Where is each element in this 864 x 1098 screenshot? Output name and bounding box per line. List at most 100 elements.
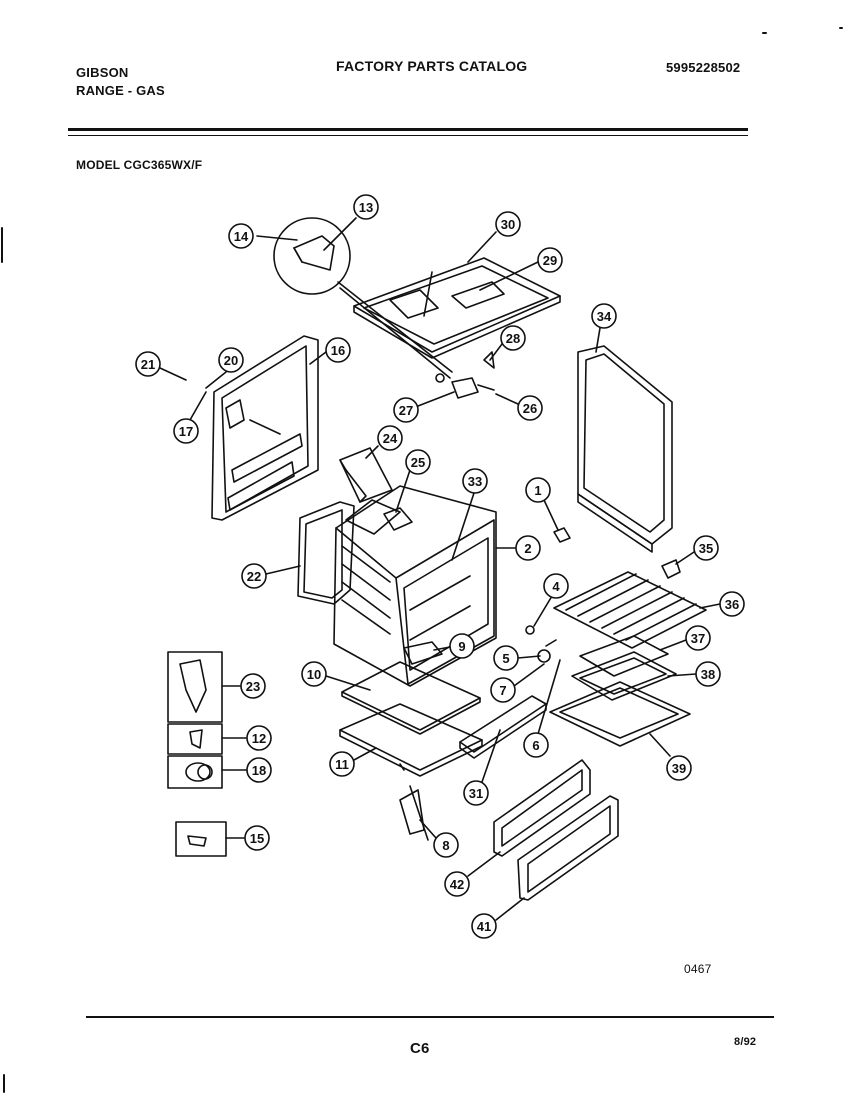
callout-42: 42 [444, 871, 470, 897]
burner-valve [435, 351, 495, 399]
callout-label: 23 [246, 679, 260, 694]
callout-label: 5 [502, 651, 509, 666]
part-callouts: 14 13 30 29 34 28 27 26 16 20 21 17 [135, 194, 745, 939]
callout-12: 12 [246, 725, 272, 751]
callout-10: 10 [301, 661, 327, 687]
callout-label: 6 [532, 738, 539, 753]
callout-17: 17 [173, 418, 199, 444]
callout-21: 21 [135, 351, 161, 377]
callout-label: 7 [499, 683, 506, 698]
product-type: RANGE - GAS [76, 83, 165, 98]
callout-label: 24 [383, 431, 398, 446]
callout-35: 35 [693, 535, 719, 561]
callout-label: 42 [450, 877, 464, 892]
callout-30: 30 [495, 211, 521, 237]
callout-33: 33 [462, 468, 488, 494]
callout-29: 29 [537, 247, 563, 273]
callout-label: 4 [552, 579, 560, 594]
callout-18: 18 [246, 757, 272, 783]
side-panel [297, 501, 355, 605]
callout-label: 21 [141, 357, 155, 372]
callout-label: 2 [524, 541, 531, 556]
date-code: 8/92 [734, 1036, 757, 1048]
callout-label: 29 [543, 253, 557, 268]
callout-6: 6 [523, 732, 549, 758]
flue-box [339, 447, 413, 531]
callout-14: 14 [228, 223, 254, 249]
boxed-parts [167, 651, 227, 857]
callout-label: 41 [477, 919, 491, 934]
callout-2: 2 [515, 535, 541, 561]
callout-25: 25 [405, 449, 431, 475]
callout-label: 35 [699, 541, 713, 556]
callout-label: 26 [523, 401, 537, 416]
callout-label: 10 [307, 667, 321, 682]
callout-13: 13 [353, 194, 379, 220]
callout-label: 39 [672, 761, 686, 776]
callout-11: 11 [329, 751, 355, 777]
header-rule-bottom [68, 135, 748, 136]
callout-label: 11 [335, 757, 349, 772]
callout-1: 1 [525, 477, 551, 503]
callout-5: 5 [493, 645, 519, 671]
callout-16: 16 [325, 337, 351, 363]
header-rule-top [68, 128, 748, 131]
callout-15: 15 [244, 825, 270, 851]
callout-label: 31 [469, 786, 483, 801]
oven-body [333, 485, 497, 687]
callout-label: 38 [701, 667, 715, 682]
callout-label: 30 [501, 217, 515, 232]
callout-label: 1 [534, 483, 541, 498]
callout-label: 22 [247, 569, 261, 584]
detail-circle [273, 217, 453, 379]
callout-7: 7 [490, 677, 516, 703]
callout-22: 22 [241, 563, 267, 589]
callout-31: 31 [463, 780, 489, 806]
oven-rack [553, 571, 707, 649]
callout-36: 36 [719, 591, 745, 617]
broiler-pan [549, 635, 691, 747]
callout-label: 34 [597, 309, 612, 324]
back-panel [211, 335, 319, 521]
callout-38: 38 [695, 661, 721, 687]
callout-28: 28 [500, 325, 526, 351]
scan-marks [1, 27, 843, 1093]
callout-label: 36 [725, 597, 739, 612]
callout-20: 20 [218, 347, 244, 373]
callout-label: 33 [468, 474, 482, 489]
page-code: C6 [410, 1040, 430, 1057]
diagram-code: 0467 [684, 962, 712, 976]
small-parts [525, 527, 681, 663]
callout-37: 37 [685, 625, 711, 651]
catalog-title: FACTORY PARTS CATALOG [336, 58, 528, 74]
igniter [399, 785, 429, 841]
brand-name: GIBSON [76, 65, 129, 80]
callout-27: 27 [393, 397, 419, 423]
callout-label: 16 [331, 343, 345, 358]
footer-rule [86, 1016, 774, 1018]
callout-label: 20 [224, 353, 238, 368]
door-liner [577, 345, 673, 553]
callout-label: 28 [506, 331, 520, 346]
callout-label: 25 [411, 455, 425, 470]
callout-label: 12 [252, 731, 266, 746]
callout-label: 14 [234, 229, 249, 244]
drawer-panels [493, 759, 619, 901]
callout-label: 27 [399, 403, 413, 418]
callout-label: 18 [252, 763, 266, 778]
callout-label: 17 [179, 424, 193, 439]
callout-label: 37 [691, 631, 705, 646]
callout-9: 9 [449, 633, 475, 659]
callout-label: 15 [250, 831, 264, 846]
callout-8: 8 [433, 832, 459, 858]
oven-floor [339, 661, 483, 777]
callout-39: 39 [666, 755, 692, 781]
callout-34: 34 [591, 303, 617, 329]
catalog-number: 5995228502 [666, 60, 741, 75]
callout-41: 41 [471, 913, 497, 939]
callout-label: 8 [442, 838, 449, 853]
burner-tray [403, 641, 443, 665]
callout-label: 9 [458, 639, 465, 654]
callout-4: 4 [543, 573, 569, 599]
